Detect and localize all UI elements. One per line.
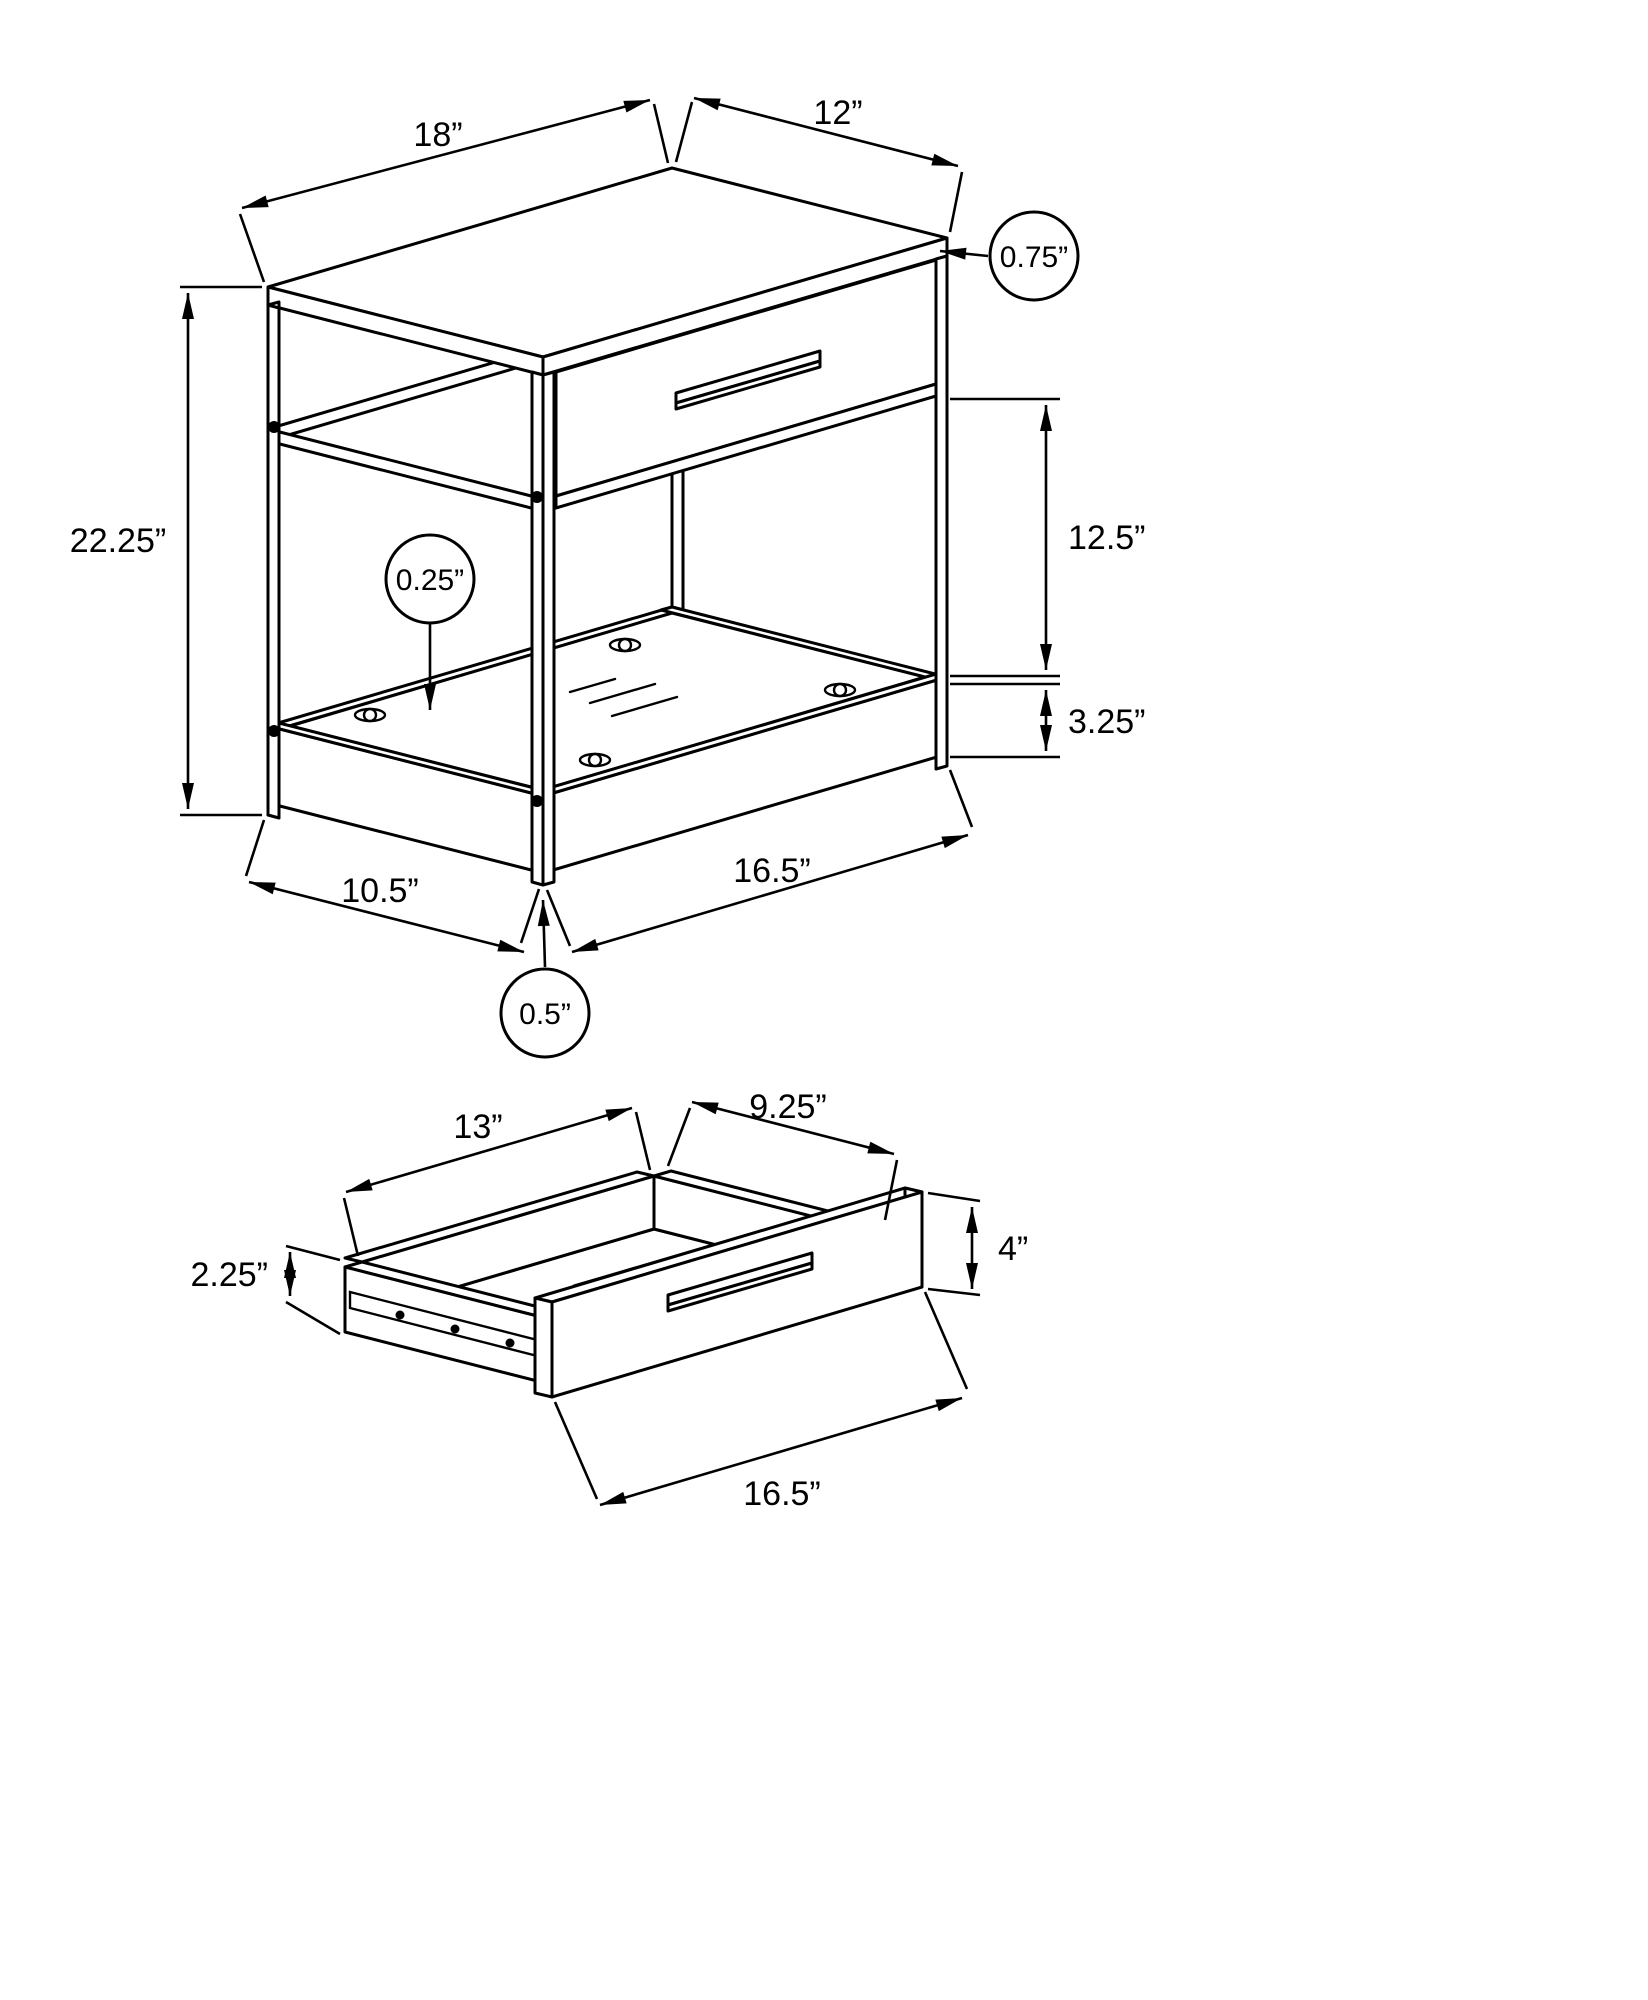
dim-drawer-front-width: 16.5” [553,1291,969,1513]
reflection-line [610,695,679,718]
drawer-dimensions: 13” 9.25” 2.25” 4” 16.5” [191,1088,1029,1513]
drawer-handle [666,1251,814,1313]
dimension-line [693,96,959,168]
callout-tube-thickness: 0.5” [499,899,591,1059]
extension-line [652,103,670,164]
table-leg-front-center [530,370,545,887]
glass-wing-screw [578,752,612,768]
leg-screw [531,491,543,503]
screw-head [832,682,848,698]
drawer-handle [674,349,822,411]
dimension-line [248,880,525,954]
dimension-line [571,833,969,954]
dim-label-tube-thickness: 0.5” [519,998,571,1031]
extension-line [948,171,964,233]
dim-label-top-thickness: 0.75” [1000,241,1068,274]
dim-base-side-span: 10.5” [244,819,541,954]
screw-head [362,707,378,723]
dim-shelf-frame-height: 3.25” [950,682,1146,759]
slide-rail-rivet [395,1310,405,1320]
handle-bar-underside [674,359,822,411]
extension-line [285,1244,341,1262]
extension-line [545,889,572,947]
dim-label-base-front-span: 16.5” [733,852,811,890]
dim-label-shelf-thickness: 0.25” [396,564,464,597]
dim-label-base-side-span: 10.5” [341,872,419,910]
table-leg-right [934,254,949,771]
dim-drawer-front-height: 4” [927,1191,1028,1297]
table-view [266,166,949,887]
leader-line [939,247,989,260]
dim-label-drawer-inner-width: 13” [453,1108,502,1146]
callout-circle [988,210,1080,302]
leg-screw [268,421,280,433]
extension-line [883,1159,899,1221]
callout-shelf-thickness: 0.25” [384,533,476,710]
table-dimensions: 18” 12” 0.75” 22.25” 12.5” [70,94,1146,1059]
dim-overall-height: 22.25” [70,285,262,817]
dimension-line [241,98,651,210]
dim-label-drawer-to-shelf: 12.5” [1068,519,1146,557]
extension-line [634,1111,652,1171]
handle-bar-underside [666,1261,814,1313]
dim-label-top-width: 18” [413,116,462,154]
extension-line [238,213,266,283]
dimension-line [345,1106,633,1194]
extension-line [342,1197,360,1257]
dim-label-drawer-side-height: 2.25” [191,1256,269,1294]
leg-screw [531,795,543,807]
dim-label-drawer-front-width: 16.5” [743,1475,821,1513]
dimension-line [691,1100,895,1156]
dim-label-top-depth: 12” [813,94,862,132]
screw-head [617,637,633,653]
extension-line [948,769,974,828]
dim-label-drawer-inner-depth: 9.25” [749,1088,827,1126]
dim-drawer-inner-depth: 9.25” [666,1088,899,1221]
glass-wing-screw [353,707,387,723]
slide-rail-rivet [450,1324,460,1334]
dim-top-width: 18” [238,98,670,283]
extension-line [285,1300,341,1336]
leader-line [537,899,550,968]
reflection-line [568,677,617,694]
glass-reflection-lines [568,677,679,718]
drawer-panel-outer-face [550,1190,924,1399]
screw-head [587,752,603,768]
extension-line [923,1291,969,1390]
glass-wing-screw [823,682,857,698]
extension-line [927,1191,981,1203]
dim-label-drawer-front-height: 4” [998,1230,1028,1268]
callout-top-thickness: 0.75” [939,210,1080,302]
table-leg-front-center-side [541,370,556,887]
table-apron-front-left [266,427,545,513]
drawer-view [343,1169,924,1399]
drawer-panel-left-end [533,1296,554,1399]
extension-line [666,1107,692,1167]
dim-drawer-side-height: 2.25” [191,1244,341,1336]
callout-circle [499,967,591,1059]
dim-drawer-inner-width: 13” [342,1106,652,1257]
dim-label-overall-height: 22.25” [70,522,166,560]
dim-base-front-span: 16.5” [545,769,974,954]
extension-line [553,1401,599,1500]
table-leg-front-left-side [266,303,281,820]
leg-screw [268,725,280,737]
extension-line [519,888,541,944]
extension-line [674,101,694,163]
extension-line [927,1287,981,1297]
glass-wing-screw [608,637,642,653]
extension-line [244,819,266,877]
slide-rail-rivet [505,1338,515,1348]
dim-label-shelf-frame-height: 3.25” [1068,703,1146,741]
reflection-line [588,682,657,705]
dimension-line [599,1396,963,1507]
dim-drawer-to-shelf: 12.5” [950,397,1146,678]
dim-top-depth: 12” [674,94,964,233]
